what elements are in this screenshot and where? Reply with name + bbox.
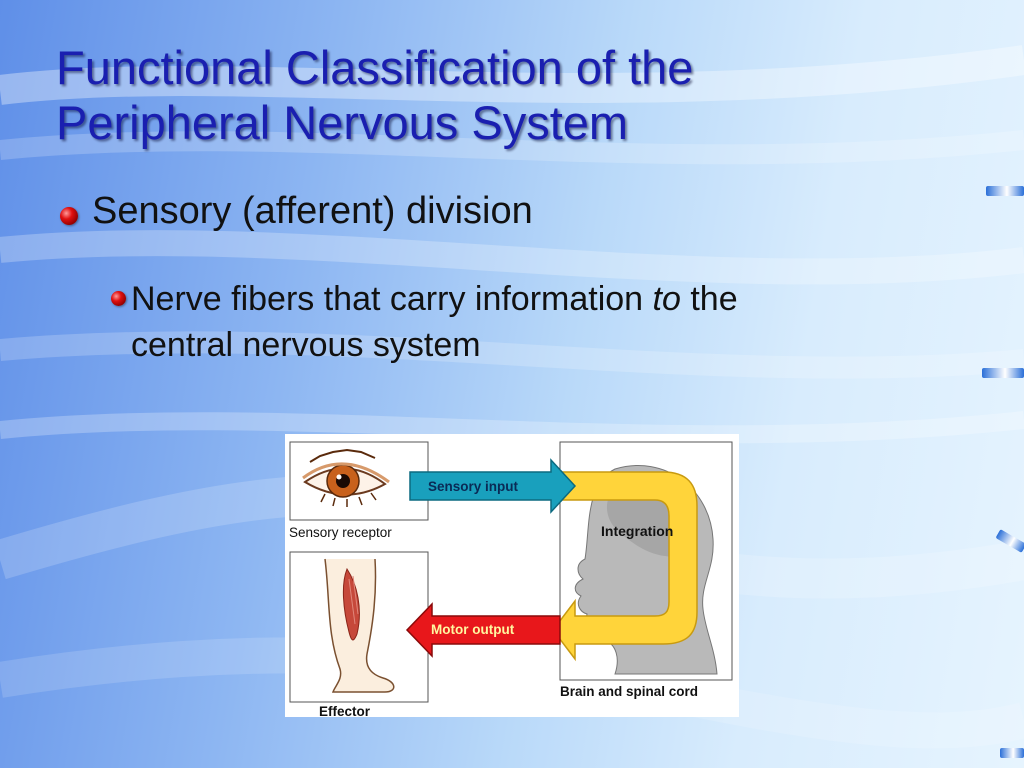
decorative-stripe (982, 368, 1024, 378)
sensory-receptor-label: Sensory receptor (289, 525, 392, 540)
sub-bullet-text-part2: the (680, 280, 738, 318)
sub-bullet-nerve-fibers: Nerve fibers that carry information to t… (131, 276, 931, 368)
bullet-sensory-division: Sensory (afferent) division (92, 190, 533, 232)
motor-output-arrow (405, 602, 561, 658)
leg-icon (324, 558, 395, 693)
eye-icon (302, 448, 390, 507)
integration-label: Integration (601, 523, 673, 539)
title-line-2: Peripheral Nervous System (56, 96, 629, 149)
pns-diagram: Sensory input Motor output Integration S… (285, 434, 739, 717)
brain-label: Brain and spinal cord (560, 684, 698, 699)
sensory-input-arrow (409, 458, 577, 514)
effector-label: Effector (319, 704, 371, 717)
sub-bullet-italic: to (652, 280, 681, 318)
decorative-stripe (1000, 748, 1024, 758)
decorative-stripe (986, 186, 1024, 196)
motor-output-label: Motor output (431, 622, 515, 637)
sub-bullet-text-part1: Nerve fibers that carry information (131, 280, 653, 318)
decorative-stripe (995, 529, 1024, 553)
title-line-1: Functional Classification of the (56, 41, 694, 94)
bullet-icon (111, 291, 126, 306)
slide-title: Functional Classification of the Periphe… (56, 40, 956, 150)
sensory-input-label: Sensory input (428, 479, 519, 494)
bullet-icon (60, 207, 78, 225)
sub-bullet-text-line2: central nervous system (131, 326, 481, 364)
